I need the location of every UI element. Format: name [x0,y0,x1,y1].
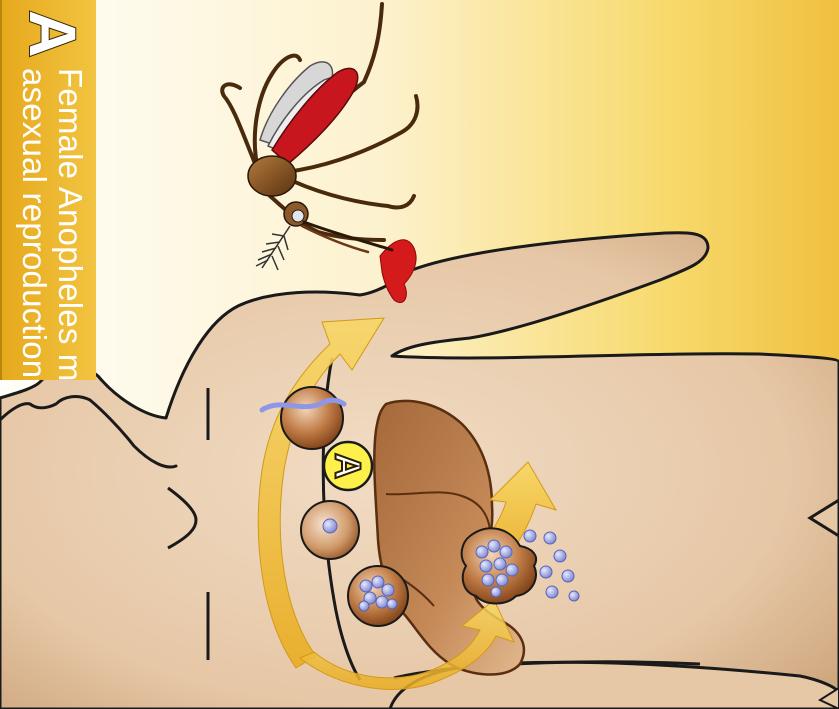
blood-cell-with-schizont [348,566,408,626]
caption-banner-line2: asexual reproduction [16,68,52,378]
caption-banner-panel: A Female Anopheles m asexual reproductio… [0,0,96,380]
caption-banner-line1: Female Anopheles m [52,68,88,380]
stage-marker: A [324,442,372,490]
mosquito-eye [292,210,304,222]
blood-cell-3 [348,566,408,626]
blood-cell-1 [281,387,343,449]
caption-banner-letter: A [20,10,86,54]
caption-banner: A Female Anopheles m asexual reproductio… [0,0,96,380]
blood-cell-with-merozoite [301,501,359,559]
mosquito-thorax [248,156,296,196]
stage-marker-letter: A [328,453,369,479]
merozoite-single [323,519,337,533]
